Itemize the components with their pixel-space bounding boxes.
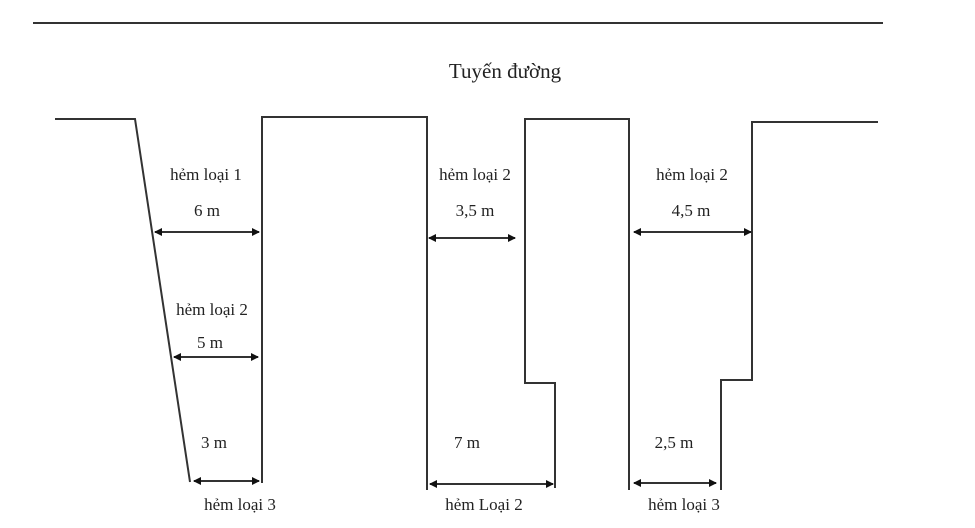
- alley3-bottom-type: hẻm loại 3: [648, 495, 720, 514]
- block-3-outline: [720, 121, 878, 490]
- alley1-bottom-type: hẻm loại 3: [204, 495, 276, 514]
- alley1-top-type: hẻm loại 1: [170, 165, 242, 184]
- alley3-top-type: hẻm loại 2: [656, 165, 728, 184]
- block-2-outline: [524, 118, 630, 490]
- alley2-bottom-type: hẻm Loại 2: [445, 495, 522, 514]
- alley1-bottom-width: 3 m: [201, 433, 227, 452]
- alley1-left-edge: [55, 118, 191, 483]
- alley2-top-type: hẻm loại 2: [439, 165, 511, 184]
- road-title: Tuyến đường: [449, 59, 562, 83]
- alley3-top-width: 4,5 m: [672, 201, 711, 220]
- alley3-bottom-width: 2,5 m: [655, 433, 694, 452]
- alley2-bottom-width: 7 m: [454, 433, 480, 452]
- block-1-outline: [261, 116, 428, 490]
- alley2-top-width: 3,5 m: [456, 201, 495, 220]
- alley1-mid-type: hẻm loại 2: [176, 300, 248, 319]
- alley1-top-width: 6 m: [194, 201, 220, 220]
- alley1-mid-width: 5 m: [197, 333, 223, 352]
